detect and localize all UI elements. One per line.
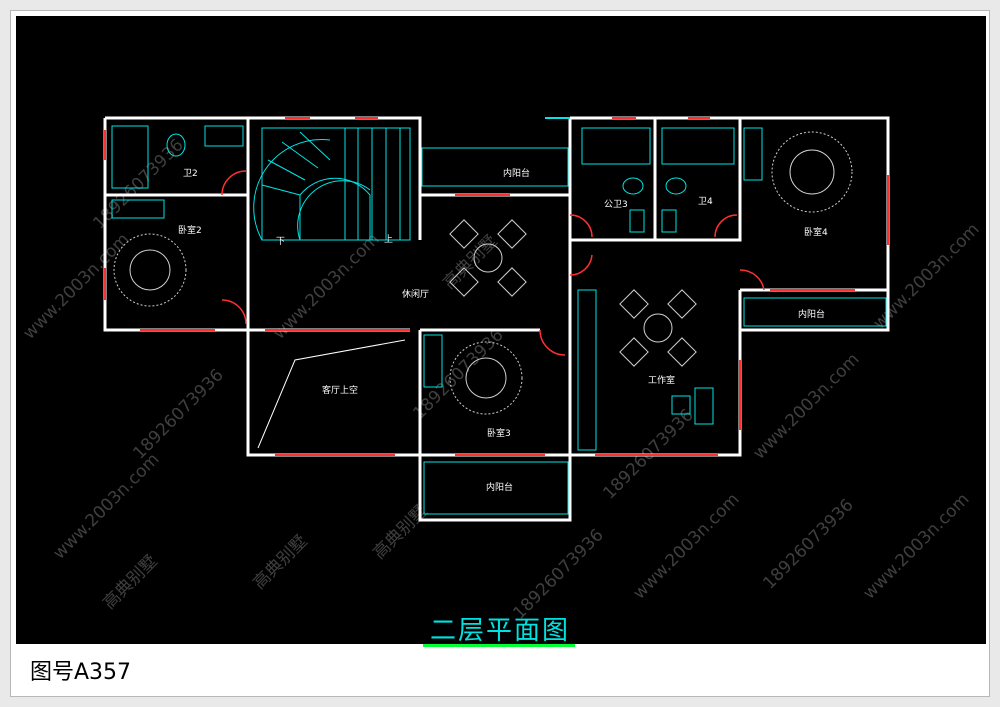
drawing-number: 图号A357 xyxy=(30,660,132,685)
watermark-site: www.2003n.com xyxy=(269,229,383,343)
label-bedroom3: 卧室3 xyxy=(487,427,511,439)
walls xyxy=(103,116,890,522)
label-stair-up: 上 xyxy=(384,234,393,245)
watermark-site: www.2003n.com xyxy=(749,349,863,463)
watermark-phone: 18926073936 xyxy=(509,525,607,623)
watermark-site: www.2003n.com xyxy=(49,449,163,563)
furniture xyxy=(113,131,853,449)
watermark-brand: 高典别墅 xyxy=(249,531,311,593)
label-atrium: 客厅上空 xyxy=(322,384,358,396)
watermark-site: www.2003n.com xyxy=(19,229,133,343)
label-lounge: 休闲厅 xyxy=(402,288,429,300)
label-balcony-top: 内阳台 xyxy=(503,167,530,179)
title-underline xyxy=(423,644,575,647)
watermark-brand: 高典别墅 xyxy=(99,551,161,613)
label-stair-down: 下 xyxy=(276,237,285,247)
label-bath4: 卫4 xyxy=(698,197,713,207)
label-bath2: 卫2 xyxy=(183,169,198,179)
watermark-brand: 高典别墅 xyxy=(369,501,431,563)
drawing-title: 二层平面图 xyxy=(429,616,570,646)
label-bedroom2: 卧室2 xyxy=(178,224,202,236)
label-balcony-bottom: 内阳台 xyxy=(486,481,513,493)
label-study: 工作室 xyxy=(648,374,675,386)
room-labels: 卫2 卧室2 休闲厅 内阳台 公卫3 卫4 卧室4 内阳台 客厅上空 卧室3 工… xyxy=(178,167,828,493)
watermark-brand: 高典别墅 xyxy=(439,231,501,293)
label-balcony-right: 内阳台 xyxy=(798,308,825,320)
doors xyxy=(221,170,765,356)
watermark-phone: 18926073936 xyxy=(129,365,227,463)
watermark-site: www.2003n.com xyxy=(859,489,973,603)
watermark-phone: 18926073936 xyxy=(759,495,857,593)
watermark-site: www.2003n.com xyxy=(629,489,743,603)
label-bedroom4: 卧室4 xyxy=(804,226,828,238)
fixtures xyxy=(111,125,887,515)
label-public-bath3: 公卫3 xyxy=(604,199,628,210)
windows xyxy=(104,117,889,456)
